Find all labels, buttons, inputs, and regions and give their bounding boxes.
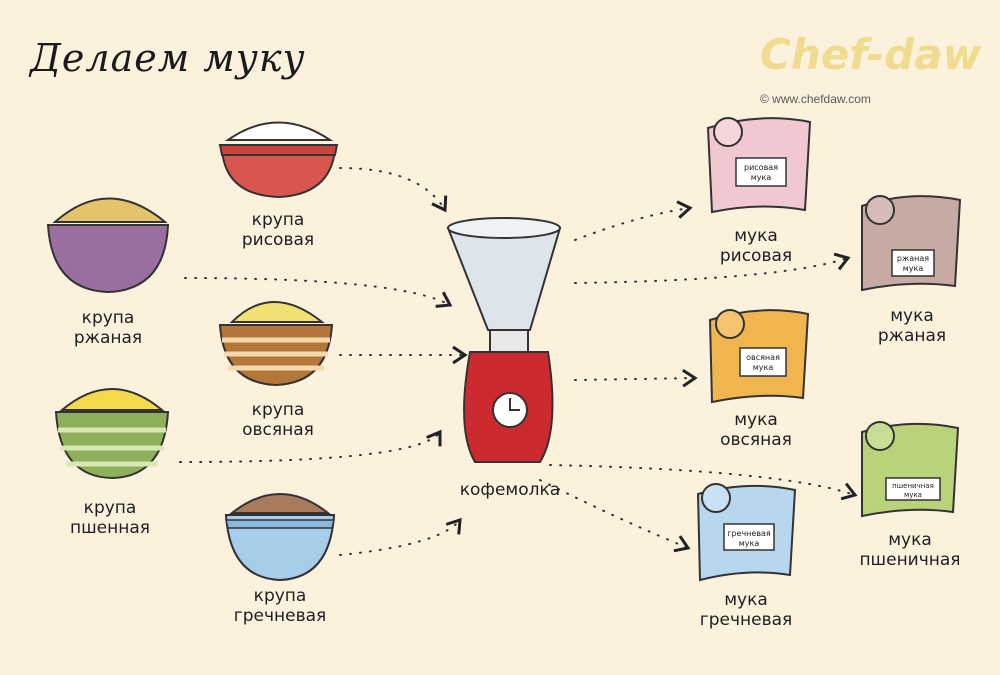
arrow-grinder-to-oat-flour — [574, 368, 698, 388]
oat-bag-text2: мука — [753, 363, 774, 372]
label-millet-grain-line1: крупа — [83, 498, 137, 518]
label-oat-flour-line2: овсяная — [720, 430, 792, 450]
rice-bag-text1: рисовая — [744, 163, 778, 172]
buckwheat-bowl-icon — [224, 493, 336, 582]
label-rice-flour-line1: мука — [734, 226, 778, 246]
label-millet-grain: крупа пшенная — [30, 498, 190, 538]
label-rice-grain: крупа рисовая — [198, 210, 358, 250]
label-rye-grain-line2: ржаная — [73, 328, 143, 348]
label-rice-grain-line1: крупа — [251, 210, 305, 230]
label-millet-grain-line2: пшенная — [69, 518, 150, 538]
label-rice-flour: мука рисовая — [676, 226, 836, 266]
rye-flour-bag-icon — [861, 195, 962, 292]
label-buckwheat-flour-line2: гречневая — [699, 610, 793, 630]
copyright-site: © www.chefdaw.com — [760, 92, 871, 106]
oat-bowl-icon — [218, 301, 334, 387]
label-buckwheat-grain-line1: крупа — [253, 586, 307, 606]
rice-bowl-icon — [218, 121, 339, 199]
arrow-grinder-to-buckwheat-flour — [539, 479, 691, 553]
label-wheat-flour-line1: мука — [888, 530, 932, 550]
label-buckwheat-flour: мука гречневая — [666, 590, 826, 630]
label-rye-grain: крупа ржаная — [28, 308, 188, 348]
arrow-grinder-to-rice-flour — [574, 200, 693, 241]
coffee-grinder-icon — [446, 217, 562, 463]
millet-bowl-icon — [54, 388, 170, 480]
brand-logo: Chef-daw — [760, 30, 982, 79]
label-rye-flour: мука ржаная — [832, 306, 992, 346]
label-oat-grain-line1: крупа — [251, 400, 305, 420]
label-rye-flour-line1: мука — [890, 306, 934, 326]
arrow-grinder-to-rye-flour — [574, 252, 851, 284]
rice-flour-bag-icon — [706, 117, 812, 214]
label-wheat-flour: мука пшеничная — [830, 530, 990, 570]
wheat-bag-text2: мука — [904, 491, 922, 499]
buckwheat-flour-bag-icon — [696, 483, 797, 582]
wheat-flour-bag-icon — [861, 421, 960, 518]
label-buckwheat-grain: крупа гречневая — [200, 586, 360, 626]
rice-bag-text2: мука — [751, 173, 772, 182]
label-rye-grain-line1: крупа — [81, 308, 135, 328]
arrow-grinder-to-wheat-flour — [549, 464, 858, 501]
arrow-rye-to-grinder — [184, 277, 453, 308]
label-wheat-flour-line2: пшеничная — [859, 550, 961, 570]
label-grinder: кофемолка — [459, 480, 561, 500]
label-oat-grain: крупа овсяная — [198, 400, 358, 440]
label-buckwheat-grain-line2: гречневая — [233, 606, 327, 626]
buckwheat-bag-text2: мука — [739, 539, 760, 548]
page-title: Делаем муку — [30, 36, 306, 80]
wheat-bag-text1: пшеничная — [892, 482, 934, 490]
oat-bag-text1: овсяная — [746, 353, 780, 362]
label-rye-flour-line2: ржаная — [877, 326, 947, 346]
oat-flour-bag-icon — [708, 309, 810, 404]
label-oat-grain-line2: овсяная — [242, 420, 314, 440]
rye-bag-text1: ржаная — [897, 254, 929, 263]
label-rice-grain-line2: рисовая — [241, 230, 315, 250]
buckwheat-bag-text1: гречневая — [727, 529, 771, 538]
label-rice-flour-line2: рисовая — [719, 246, 793, 266]
label-oat-flour-line1: мука — [734, 410, 778, 430]
label-buckwheat-flour-line1: мука — [724, 590, 768, 610]
rye-bowl-icon — [46, 197, 170, 294]
arrow-buckwheat-to-grinder — [339, 517, 462, 556]
rye-bag-text2: мука — [903, 264, 924, 273]
label-oat-flour: мука овсяная — [676, 410, 836, 450]
arrow-rice-to-grinder — [339, 167, 448, 213]
